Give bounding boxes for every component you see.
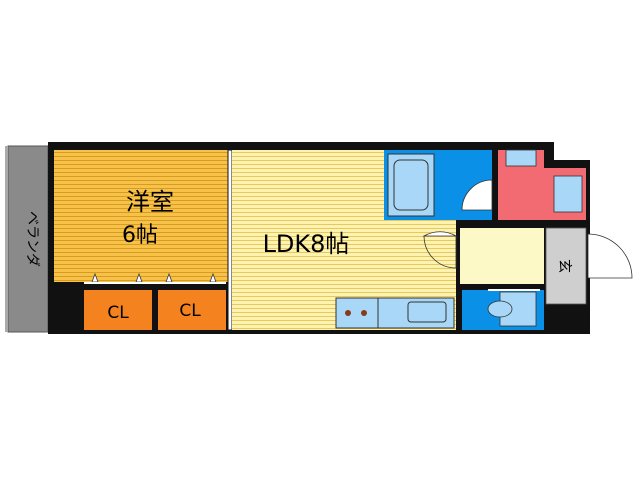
ldk-label: LDK8帖 (263, 230, 350, 258)
balcony-label: ベランダ (24, 211, 40, 267)
entrance (545, 227, 587, 305)
washing-machine (553, 175, 583, 213)
stove-burner (361, 310, 367, 316)
entrance-label: 玄 (556, 259, 573, 273)
western-room-size: 6帖 (122, 223, 158, 248)
stove-burner (345, 310, 351, 316)
hall (460, 228, 544, 284)
balcony (7, 145, 49, 333)
western-room (54, 150, 228, 282)
toilet-bowl (487, 300, 513, 318)
closet-left-label: CL (107, 303, 129, 323)
kitchen-sink (407, 301, 447, 323)
closet-right-label: CL (179, 301, 201, 321)
wash-basin (505, 149, 537, 167)
closet-left (84, 290, 152, 330)
western-room-name: 洋室 (126, 188, 174, 216)
closet-right (158, 290, 226, 330)
